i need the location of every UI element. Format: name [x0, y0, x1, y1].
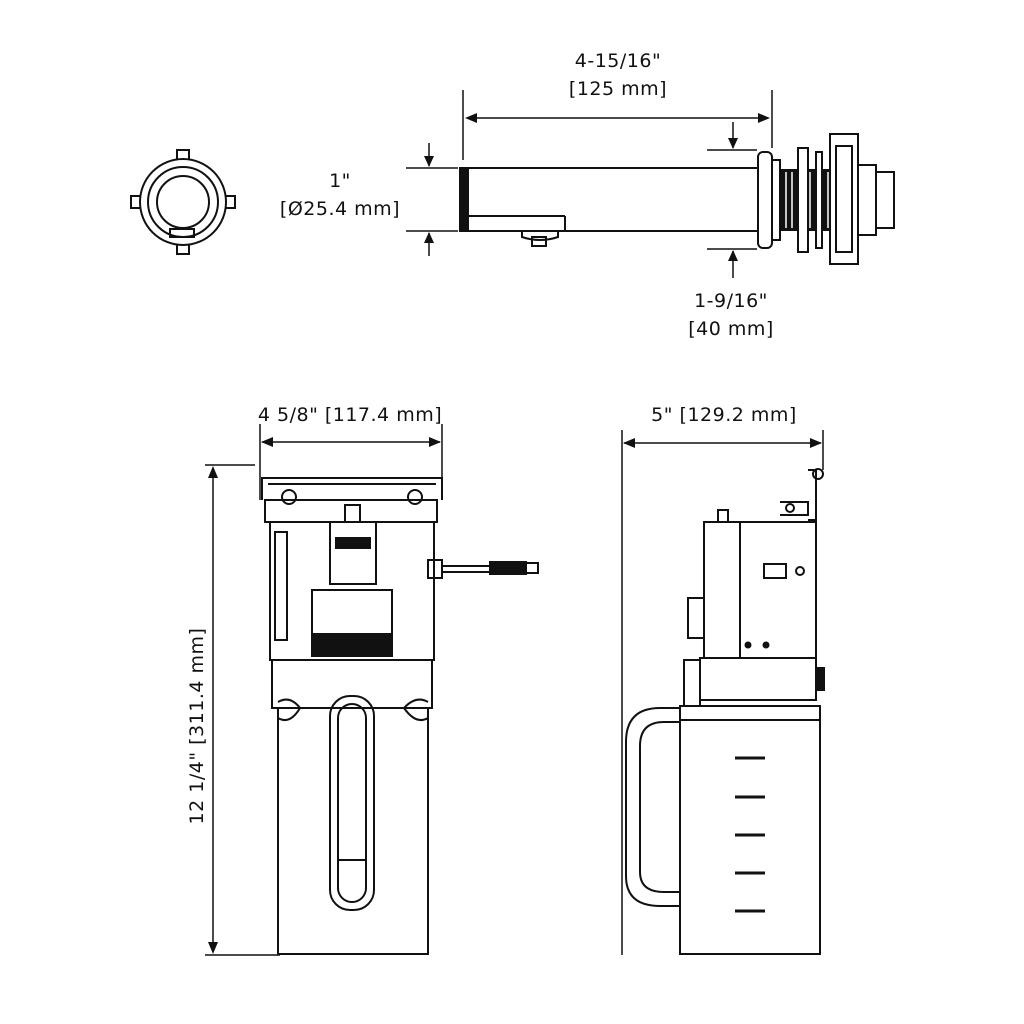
diameter-arrow-top: [424, 156, 434, 167]
front-width-label: 4 5/8" [117.4 mm]: [257, 404, 443, 426]
length-arrow-left: [465, 113, 477, 123]
spout-aerator: [521, 231, 559, 241]
front-height-arrow-top: [208, 466, 218, 478]
fill-level-marks: [735, 756, 765, 913]
side-depth-arrow-left: [623, 438, 635, 448]
side-handle-inner: [639, 721, 680, 893]
spout-end-view: [130, 149, 236, 255]
side-handle-outer: [625, 707, 680, 907]
side-latch: [815, 667, 825, 691]
side-hinge-block: [683, 659, 701, 707]
valve-base: [311, 633, 393, 657]
end-view-inner-ring: [156, 175, 210, 229]
spout-diameter-metric: [Ø25.4 mm]: [279, 198, 401, 220]
control-box-side-view: [621, 430, 825, 955]
side-indicator-screw: [795, 566, 805, 576]
spout-length-metric: [125 mm]: [568, 78, 668, 100]
front-width-arrow-right: [429, 437, 441, 447]
side-battery-lid: [699, 657, 817, 701]
shank-end-cap: [875, 171, 895, 229]
end-view-notch: [169, 228, 195, 238]
side-depth-label: 5" [129.2 mm]: [651, 404, 797, 426]
side-depth-arrow-right: [810, 438, 822, 448]
front-handle-inner: [337, 703, 367, 903]
washer: [815, 151, 823, 249]
keyhole-left: [281, 489, 297, 505]
side-bracket: [808, 469, 817, 521]
front-handle-outer: [329, 695, 375, 911]
front-mounting-bracket: [261, 477, 443, 500]
end-view-tab-left: [130, 195, 140, 209]
spout-aerator-tip: [531, 236, 547, 247]
thread-arrow-top: [728, 138, 738, 149]
cable-connector: [489, 561, 527, 575]
side-battery-box: [679, 705, 821, 955]
end-view-tab-top: [176, 149, 190, 159]
front-side-panel: [274, 531, 288, 641]
front-battery-lid: [271, 659, 433, 709]
lock-nut: [797, 147, 809, 253]
front-height-label: 12 1/4" [311.4 mm]: [186, 627, 208, 825]
spout-side-view: [406, 90, 895, 278]
spout-length-imperial: 4-15/16": [574, 50, 662, 72]
solenoid-cap: [344, 504, 361, 522]
end-view-tab-bottom: [176, 245, 190, 255]
thread-length-metric: [40 mm]: [688, 318, 774, 340]
side-bracket-screw: [785, 503, 795, 513]
keyhole-right: [407, 489, 423, 505]
front-width-arrow-left: [261, 437, 273, 447]
spout-diameter-imperial: 1": [329, 170, 351, 192]
cable-gland: [427, 559, 443, 579]
side-vent-2: [762, 641, 770, 649]
length-arrow-right: [758, 113, 770, 123]
thread-length-imperial: 1-9/16": [694, 290, 768, 312]
side-indicator: [763, 563, 787, 579]
valve-body: [311, 589, 393, 635]
side-housing: [703, 521, 817, 659]
thread-arrow-bottom: [728, 250, 738, 261]
spout-flange: [757, 151, 773, 249]
side-solenoid-cap: [717, 509, 729, 522]
diameter-arrow-bottom: [424, 232, 434, 243]
spout-flange-ring: [771, 159, 781, 241]
mounting-plate-inner: [835, 145, 853, 253]
side-bracket-hook: [812, 468, 824, 480]
front-height-arrow-bottom: [208, 942, 218, 954]
solenoid-top: [329, 521, 377, 585]
shank-tail: [857, 164, 877, 236]
side-bracket-arm: [780, 501, 809, 516]
front-battery-box: [277, 707, 429, 955]
end-view-tab-right: [226, 195, 236, 209]
end-view-outer-ring: [139, 158, 227, 246]
cable-connector-tip: [525, 562, 539, 574]
spout-body: [459, 167, 759, 232]
side-vent-1: [744, 641, 752, 649]
side-valve-port: [687, 597, 705, 639]
control-box-front-view: [205, 424, 539, 956]
front-hinge-right: [402, 698, 429, 721]
solenoid-band: [335, 537, 371, 549]
spout-outlet-face: [459, 167, 469, 232]
end-view-middle-ring: [147, 166, 219, 238]
front-hinge-left: [277, 698, 302, 721]
